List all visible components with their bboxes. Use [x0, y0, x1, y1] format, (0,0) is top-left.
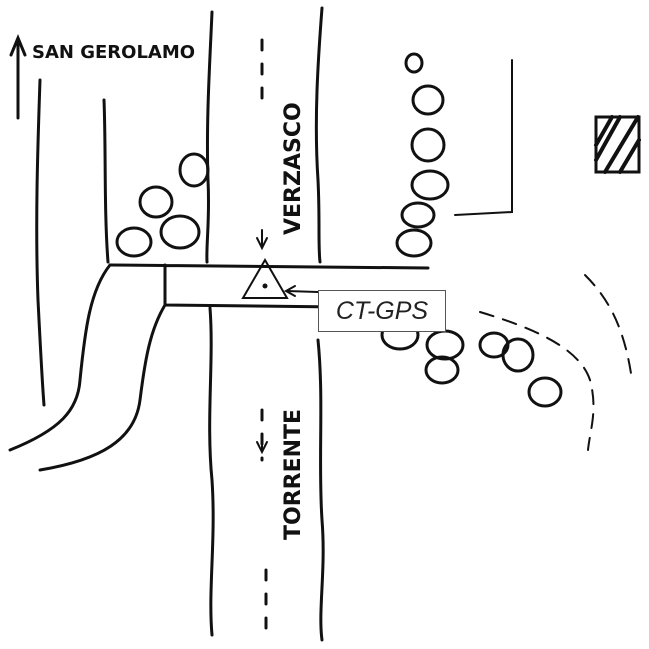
river-label-lower: TORRENTE	[281, 409, 306, 540]
boulder	[410, 169, 450, 201]
road-inner	[38, 303, 167, 472]
boulder	[404, 52, 424, 74]
boulder	[527, 376, 563, 408]
trail-east-1	[454, 59, 513, 216]
station-triangle	[241, 258, 289, 299]
boulder	[501, 337, 535, 373]
callout-leader	[283, 285, 319, 297]
boulder	[400, 201, 436, 229]
river-bank-left-lower	[208, 306, 215, 637]
flow-arrow	[256, 229, 268, 251]
north-arrow	[9, 34, 27, 120]
boulder	[395, 228, 433, 258]
boulder	[424, 355, 460, 385]
station-marker	[262, 283, 268, 289]
trail-east-3	[584, 274, 633, 381]
building-hatch	[594, 115, 641, 174]
boulder	[159, 214, 201, 250]
boulder	[425, 329, 465, 361]
boulder	[138, 185, 174, 219]
trail-east-2	[479, 311, 595, 451]
river-bank-right-lower	[316, 338, 325, 642]
boulder	[411, 84, 445, 116]
river-bank-left-upper	[205, 10, 214, 264]
boulder	[115, 226, 153, 258]
river-bank-right-upper	[314, 6, 324, 264]
flow-arrow	[256, 435, 268, 455]
station-label: CT-GPS	[318, 290, 446, 332]
north-place-label: SAN GEROLAMO	[32, 42, 195, 63]
road-outer	[8, 263, 112, 452]
path-west	[35, 78, 46, 407]
path-east	[102, 98, 110, 264]
boulder	[410, 127, 446, 163]
river-label-upper: VERZASCO	[281, 102, 306, 235]
boulder	[178, 152, 210, 188]
